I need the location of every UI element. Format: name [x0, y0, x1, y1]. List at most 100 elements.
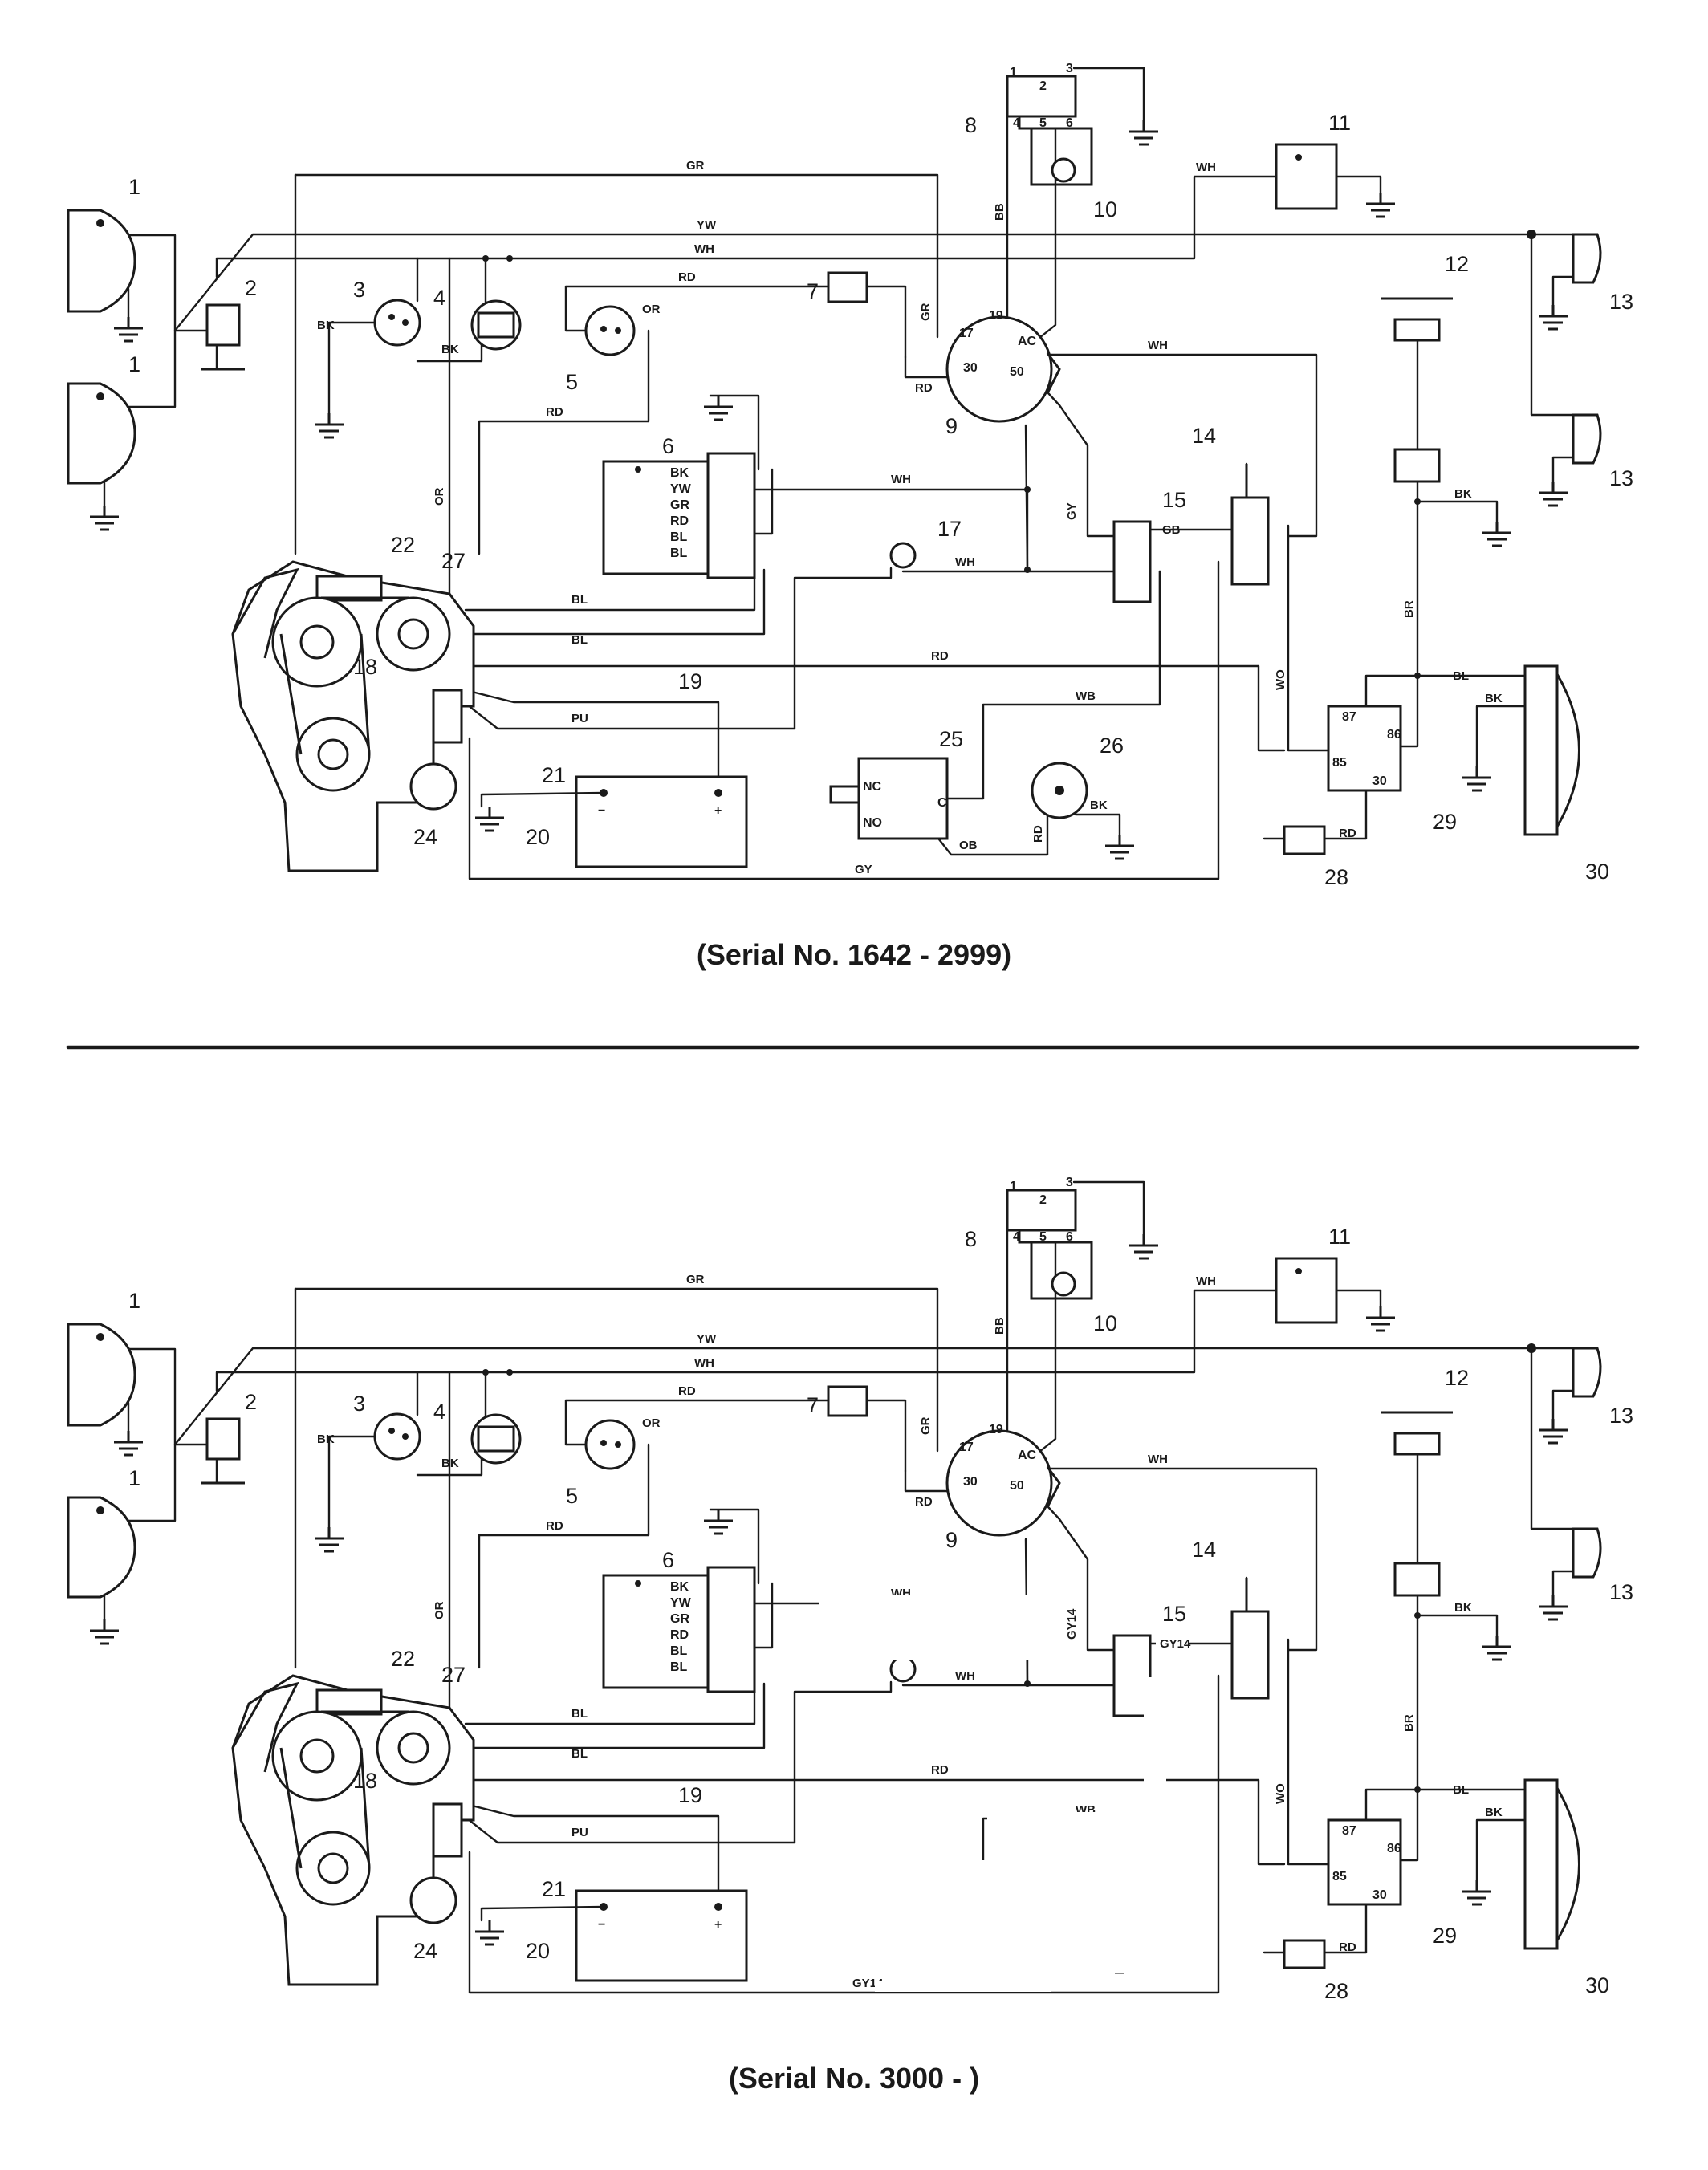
caption-bottom: (Serial No. 3000 - ) [729, 2062, 979, 2095]
label-c10: 10 [1093, 197, 1117, 221]
label-c26: 26 [1100, 733, 1124, 758]
label-c14: 14 [1192, 1538, 1216, 1562]
term-4: 4 [1013, 1230, 1020, 1244]
term-50: 50 [1010, 365, 1024, 379]
label-c27: 27 [441, 549, 466, 573]
pin-gr: GR [670, 498, 689, 512]
label-c6: 6 [662, 1548, 674, 1572]
label-c18: 18 [353, 1769, 377, 1793]
label-c1-b: 1 [128, 352, 140, 376]
label-c13-a: 13 [1609, 290, 1633, 314]
label-c24: 24 [413, 825, 437, 849]
pin-rd: RD [670, 1628, 689, 1642]
pin-bl-2: BL [670, 547, 688, 560]
label-c8: 8 [965, 113, 977, 137]
pin-bk: BK [670, 466, 689, 480]
term-2: 2 [1039, 1193, 1047, 1207]
term-17: 17 [959, 1441, 974, 1454]
terminal-labels-bottom: 1 2 3 4 5 6 17 19 30 50 AC 85 86 87 30 +… [598, 1176, 1401, 1932]
term-plus: + [714, 804, 722, 818]
label-c20: 20 [526, 1939, 550, 1963]
term-4: 4 [1013, 116, 1020, 130]
term-1: 1 [1010, 66, 1017, 79]
label-c13-b: 13 [1609, 466, 1633, 490]
term-c: C [937, 796, 947, 810]
label-c10: 10 [1093, 1311, 1117, 1335]
label-c11: 11 [1328, 111, 1351, 135]
label-c22: 22 [391, 1647, 415, 1671]
label-c8: 8 [965, 1227, 977, 1251]
term-2: 2 [1039, 79, 1047, 93]
label-c18: 18 [353, 655, 377, 679]
term-5: 5 [1039, 1230, 1047, 1244]
component-labels-top: 1 1 2 3 4 5 6 7 8 9 10 11 12 13 13 14 15… [128, 111, 1633, 889]
term-19: 19 [989, 309, 1003, 323]
term-ac: AC [1018, 1449, 1037, 1462]
term-50: 50 [1010, 1479, 1024, 1493]
label-c2: 2 [245, 276, 257, 300]
caption-top: (Serial No. 1642 - 2999) [697, 938, 1011, 971]
label-c2: 2 [245, 1390, 257, 1414]
label-c5: 5 [566, 1484, 578, 1508]
term-19: 19 [989, 1423, 1003, 1437]
label-c30: 30 [1585, 1973, 1609, 1997]
term-6: 6 [1066, 116, 1073, 130]
bottom-mask [819, 1595, 1172, 1992]
label-c7: 7 [807, 279, 819, 303]
term-minus: − [598, 804, 605, 818]
pin-bk: BK [670, 1580, 689, 1594]
term-87: 87 [1342, 1824, 1356, 1838]
term-nc: NC [863, 780, 882, 794]
pin-yw: YW [670, 1596, 692, 1610]
term-3: 3 [1066, 62, 1073, 75]
label-c27: 27 [441, 1663, 466, 1687]
label-c29: 29 [1433, 810, 1457, 834]
schematic-top [68, 68, 1600, 879]
label-c28: 28 [1324, 865, 1348, 889]
label-c11: 11 [1328, 1225, 1351, 1249]
pin-gr: GR [670, 1612, 689, 1626]
term-3: 3 [1066, 1176, 1073, 1189]
term-30-relay: 30 [1372, 774, 1387, 788]
term-85: 85 [1332, 756, 1347, 770]
label-gy14-v: GY14 [1065, 1608, 1079, 1640]
label-c1-a: 1 [128, 1289, 140, 1313]
term-30-relay: 30 [1372, 1888, 1387, 1902]
pin-bl-2: BL [670, 1660, 688, 1674]
label-c4: 4 [433, 1400, 445, 1424]
label-c7: 7 [807, 1393, 819, 1417]
label-c28: 28 [1324, 1979, 1348, 2003]
term-5: 5 [1039, 116, 1047, 130]
term-86: 86 [1387, 728, 1401, 742]
term-no: NO [863, 816, 882, 830]
label-c29: 29 [1433, 1924, 1457, 1948]
connector-pins-bottom: BK YW GR RD BL BL [670, 1580, 692, 1674]
term-30: 30 [963, 1475, 978, 1489]
connector-pins-top: BK YW GR RD BL BL [670, 466, 692, 560]
label-c1-a: 1 [128, 175, 140, 199]
pin-bl-1: BL [670, 1644, 688, 1658]
label-c3: 3 [353, 278, 365, 302]
label-c15: 15 [1162, 488, 1186, 512]
label-c12: 12 [1445, 1366, 1469, 1390]
pin-yw: YW [670, 482, 692, 496]
label-c21: 21 [542, 763, 566, 787]
term-85: 85 [1332, 1870, 1347, 1884]
label-c17: 17 [937, 517, 962, 541]
label-c19: 19 [678, 1783, 702, 1807]
label-gy14-15: GY14 [1160, 1637, 1191, 1651]
term-86: 86 [1387, 1842, 1401, 1855]
label-c20: 20 [526, 825, 550, 849]
label-c15: 15 [1162, 1602, 1186, 1626]
terminal-labels-top: 1 2 3 4 5 6 17 19 30 50 AC 85 86 87 30 N… [598, 62, 1401, 830]
pin-rd: RD [670, 514, 689, 528]
label-c21: 21 [542, 1877, 566, 1901]
label-c13-b: 13 [1609, 1580, 1633, 1604]
label-c4: 4 [433, 286, 445, 310]
label-c9: 9 [946, 1528, 958, 1552]
label-c25: 25 [939, 727, 963, 751]
label-c5: 5 [566, 370, 578, 394]
term-87: 87 [1342, 710, 1356, 724]
